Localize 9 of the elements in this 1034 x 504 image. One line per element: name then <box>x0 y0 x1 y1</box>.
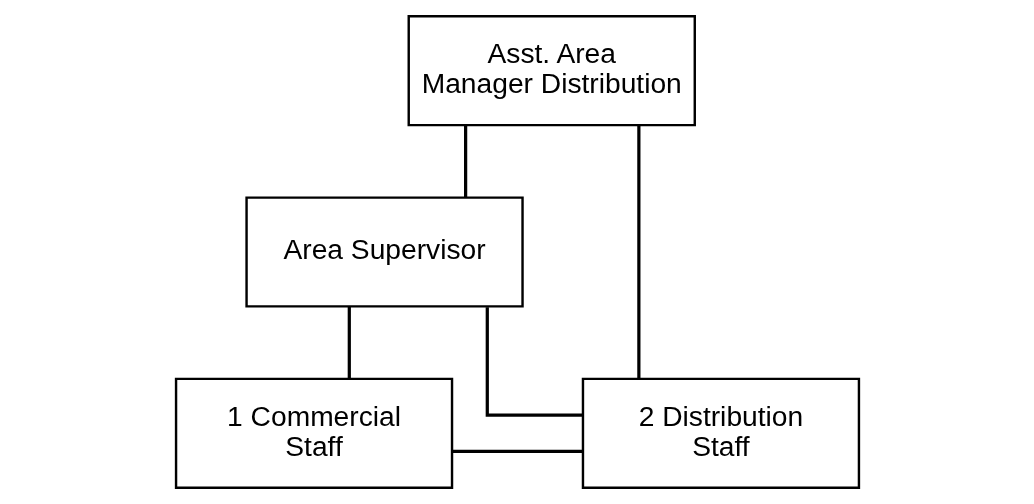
connector <box>451 449 582 454</box>
node-box: 1 Commercial Staff <box>174 377 453 489</box>
node-box: Area Supervisor <box>244 196 524 308</box>
node-box: 2 Distribution Staff <box>581 377 860 489</box>
connector <box>636 125 640 379</box>
connector <box>485 307 582 417</box>
node-box: Asst. Area Manager Distribution <box>407 15 696 127</box>
connector <box>463 125 467 198</box>
connector <box>347 306 351 379</box>
